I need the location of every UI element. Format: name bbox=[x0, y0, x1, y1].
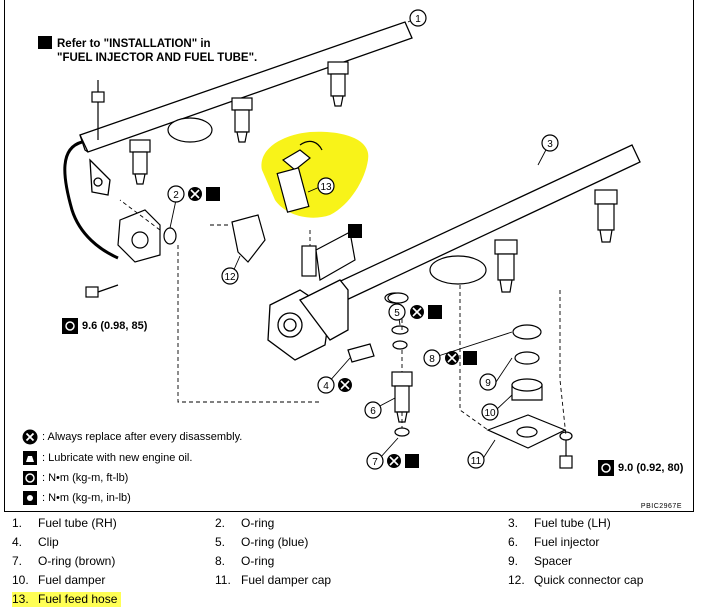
svg-text:1: 1 bbox=[415, 14, 421, 25]
quick-connector-cap bbox=[231, 214, 266, 263]
part-item: 7.O-ring (brown) bbox=[12, 554, 116, 568]
legend-nm-in: : N•m (kg-m, in-lb) bbox=[22, 490, 131, 506]
part-item: 1.Fuel tube (RH) bbox=[12, 516, 117, 530]
callout-5: 5 bbox=[388, 303, 406, 321]
svg-text:10: 10 bbox=[484, 408, 496, 419]
install-ref-line2: "FUEL INJECTOR AND FUEL TUBE". bbox=[57, 52, 258, 64]
callout-11: 11 bbox=[467, 451, 485, 469]
connector-pipe bbox=[301, 231, 356, 281]
legend-lubricate: : Lubricate with new engine oil. bbox=[22, 450, 192, 466]
fuel-damper-stack bbox=[486, 324, 567, 449]
part-item: 5.O-ring (blue) bbox=[215, 535, 309, 549]
highlight-fuel-feed-hose: 13.Fuel feed hose bbox=[12, 592, 122, 607]
oil-can-icon bbox=[206, 187, 220, 201]
fuel-tube-lh bbox=[267, 144, 641, 361]
callout-10: 10 bbox=[481, 403, 499, 421]
lubricate-marks bbox=[206, 187, 477, 468]
part-item: 6.Fuel injector bbox=[508, 535, 600, 549]
leader-lines bbox=[169, 17, 549, 461]
part-item: 9.Spacer bbox=[508, 554, 573, 568]
oil-can-icon bbox=[428, 305, 442, 319]
svg-text:9: 9 bbox=[485, 378, 491, 389]
clip-4 bbox=[347, 343, 375, 363]
part-item: 3.Fuel tube (LH) bbox=[508, 516, 611, 530]
diagram-frame bbox=[4, 0, 694, 512]
oil-can-icon bbox=[463, 351, 477, 365]
exploded-view-diagram: 1 3 2 13 12 4 5 6 7 8 9 10 11 bbox=[38, 9, 641, 470]
torque-left: 9.6 (0.98, 85) bbox=[62, 318, 147, 334]
callout-2: 2 bbox=[167, 185, 185, 203]
part-item: 10.Fuel damper bbox=[12, 573, 106, 587]
part-item: 11.Fuel damper cap bbox=[215, 573, 332, 587]
torque-left-value: 9.6 (0.98, 85) bbox=[82, 320, 148, 332]
oil-can-icon bbox=[348, 224, 362, 238]
callout-12: 12 bbox=[221, 267, 239, 285]
legend-nm-ft: : N•m (kg-m, ft-lb) bbox=[22, 470, 128, 486]
svg-text:13: 13 bbox=[320, 182, 332, 193]
svg-text:2: 2 bbox=[173, 190, 179, 201]
torque-wrench-icon bbox=[62, 318, 78, 334]
oil-can-icon bbox=[405, 454, 419, 468]
svg-text:4: 4 bbox=[323, 381, 329, 392]
callout-3: 3 bbox=[541, 134, 559, 152]
figure-id: PBIC2967E bbox=[640, 503, 682, 510]
callout-8: 8 bbox=[423, 349, 441, 367]
oil-can-icon bbox=[23, 451, 37, 465]
callout-6: 6 bbox=[364, 401, 382, 419]
torque-right: 9.0 (0.92, 80) bbox=[598, 460, 683, 476]
torque-wrench-icon bbox=[23, 491, 37, 505]
replace-x-strokes bbox=[190, 189, 457, 466]
callout-9: 9 bbox=[479, 373, 497, 391]
rh-injectors bbox=[129, 61, 349, 185]
fuel-feed-hose bbox=[276, 140, 323, 213]
svg-text:3: 3 bbox=[547, 139, 553, 150]
part-item: 4.Clip bbox=[12, 535, 59, 549]
guide-lines bbox=[119, 199, 567, 437]
svg-text:12: 12 bbox=[224, 272, 236, 283]
legend-replace: : Always replace after every disassembly… bbox=[22, 429, 242, 445]
svg-text:11: 11 bbox=[471, 456, 482, 467]
torque-right-value: 9.0 (0.92, 80) bbox=[618, 462, 684, 474]
svg-text:5: 5 bbox=[394, 308, 400, 319]
svg-text:8: 8 bbox=[429, 354, 435, 365]
part-item: 8.O-ring bbox=[215, 554, 275, 568]
callout-1: 1 bbox=[409, 9, 427, 27]
torque-wrench-icon bbox=[23, 471, 37, 485]
install-ref-line1: Refer to "INSTALLATION" in bbox=[57, 38, 211, 50]
part-item-highlighted: 13.Fuel feed hose bbox=[12, 592, 122, 607]
reference-icon bbox=[38, 36, 52, 49]
lh-injectors bbox=[384, 189, 618, 304]
install-ref-note: Refer to "INSTALLATION" in "FUEL INJECTO… bbox=[57, 37, 257, 65]
svg-text:7: 7 bbox=[372, 457, 378, 468]
injector-6 bbox=[387, 292, 413, 437]
torque-wrench-icon bbox=[598, 460, 614, 476]
svg-text:6: 6 bbox=[370, 406, 376, 417]
left-bracket bbox=[85, 209, 177, 298]
part-item: 2.O-ring bbox=[215, 516, 275, 530]
callouts: 1 3 2 13 12 4 5 6 7 8 9 10 11 bbox=[167, 9, 559, 470]
part-item: 12.Quick connector cap bbox=[508, 573, 644, 587]
callout-4: 4 bbox=[317, 376, 335, 394]
replace-icon bbox=[22, 429, 38, 445]
callout-13: 13 bbox=[317, 177, 335, 195]
callout-7: 7 bbox=[366, 452, 384, 470]
right-bolt bbox=[559, 431, 573, 469]
fuel-tube-rh bbox=[63, 21, 413, 260]
bolt-top bbox=[91, 80, 105, 140]
